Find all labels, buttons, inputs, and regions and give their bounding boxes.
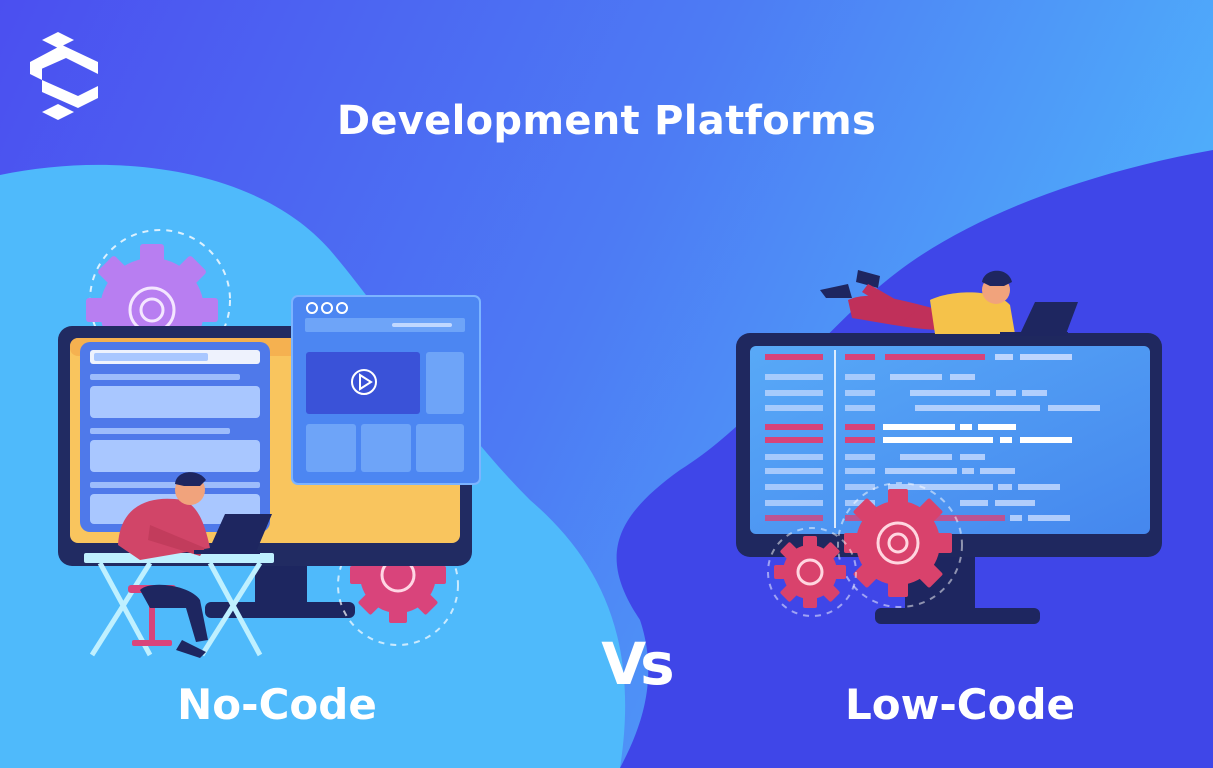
desk bbox=[84, 553, 274, 657]
low-code-label: Low-Code bbox=[844, 680, 1076, 729]
no-code-label: No-Code bbox=[177, 680, 377, 729]
dashed-orbit bbox=[337, 524, 459, 646]
monitor-stand bbox=[255, 560, 307, 608]
versus-label: Vs bbox=[601, 630, 674, 698]
video-block bbox=[306, 352, 420, 414]
gear-icon bbox=[844, 489, 952, 597]
brand-s-logo-icon bbox=[30, 32, 98, 120]
dashed-orbit bbox=[767, 527, 857, 617]
page-title: Development Platforms bbox=[336, 98, 877, 144]
play-icon bbox=[351, 369, 377, 395]
laptop-icon bbox=[1000, 302, 1078, 336]
gear-icon bbox=[774, 536, 846, 608]
code-lines bbox=[765, 354, 1100, 521]
person-left bbox=[118, 472, 210, 658]
monitor-base bbox=[875, 608, 1040, 624]
laptop-icon bbox=[194, 514, 272, 554]
dashed-orbit bbox=[837, 482, 963, 608]
monitor-base bbox=[205, 602, 355, 618]
person-right bbox=[820, 270, 1015, 334]
